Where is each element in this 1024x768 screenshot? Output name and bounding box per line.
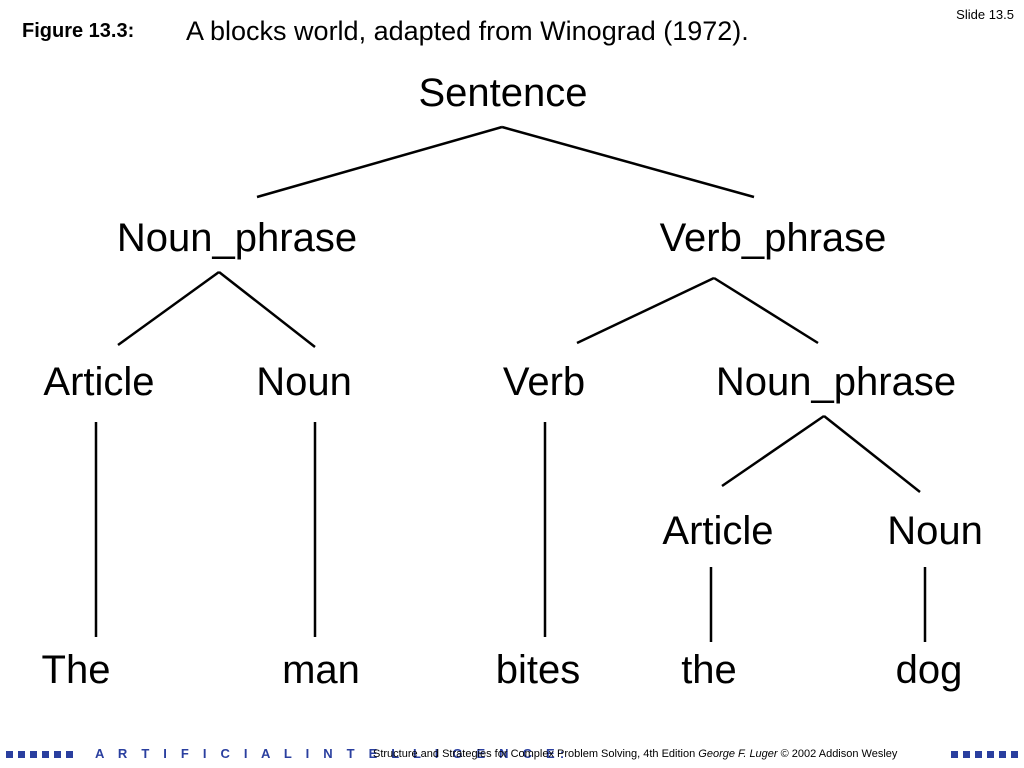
footer-square bbox=[18, 751, 25, 758]
footer-publisher: Addison Wesley bbox=[818, 748, 898, 760]
footer-square bbox=[66, 751, 73, 758]
node-verb-phrase: Verb_phrase bbox=[660, 216, 887, 260]
footer-square bbox=[975, 751, 982, 758]
footer-square bbox=[30, 751, 37, 758]
footer-citation: Structure and Strategies for Complex Pro… bbox=[373, 748, 897, 760]
figure-caption: A blocks world, adapted from Winograd (1… bbox=[186, 16, 749, 46]
edge-np-noun bbox=[218, 271, 316, 348]
word-the: The bbox=[42, 648, 111, 692]
footer-square bbox=[951, 751, 958, 758]
node-noun: Noun bbox=[256, 360, 352, 404]
footer-book-title: Structure and Strategies for Complex Pro… bbox=[373, 748, 696, 760]
word-bites: bites bbox=[496, 648, 581, 692]
word-dog: dog bbox=[896, 648, 963, 692]
word-man: man bbox=[282, 648, 360, 692]
node-article-2: Article bbox=[662, 509, 773, 553]
slide-number: Slide 13.5 bbox=[956, 7, 1014, 22]
edge-sentence-np bbox=[256, 125, 503, 199]
footer-square bbox=[963, 751, 970, 758]
footer-square bbox=[6, 751, 13, 758]
node-sentence: Sentence bbox=[418, 71, 587, 115]
node-noun-phrase-2: Noun_phrase bbox=[716, 360, 956, 404]
node-article: Article bbox=[43, 360, 154, 404]
parse-tree-diagram: Sentence Noun_phrase Verb_phrase Article… bbox=[42, 71, 983, 692]
edge-np2-noun bbox=[823, 415, 921, 493]
edge-vp-np bbox=[713, 276, 819, 345]
footer-author: George F. Luger bbox=[698, 748, 778, 760]
tree-edges bbox=[94, 125, 927, 642]
footer-bar: A R T I F I C I A L I N T E L L I G E N … bbox=[0, 742, 1024, 768]
footer-square bbox=[54, 751, 61, 758]
footer-square bbox=[999, 751, 1006, 758]
edge-sentence-vp bbox=[501, 125, 755, 199]
node-noun-phrase: Noun_phrase bbox=[117, 216, 357, 260]
node-verb: Verb bbox=[503, 360, 585, 404]
node-noun-2: Noun bbox=[887, 509, 983, 553]
footer-copyright: © 2002 bbox=[780, 748, 817, 760]
edge-vp-verb bbox=[576, 276, 715, 345]
footer-square bbox=[1011, 751, 1018, 758]
edge-np2-article bbox=[721, 414, 825, 488]
tree-nodes: Sentence Noun_phrase Verb_phrase Article… bbox=[42, 71, 983, 692]
figure-label: Figure 13.3: bbox=[22, 20, 135, 42]
footer-square bbox=[42, 751, 49, 758]
edge-np-article bbox=[117, 270, 220, 347]
word-the-2: the bbox=[681, 648, 737, 692]
footer-series-title: A R T I F I C I A L I N T E L L I G E N … bbox=[95, 746, 570, 761]
footer-square bbox=[987, 751, 994, 758]
